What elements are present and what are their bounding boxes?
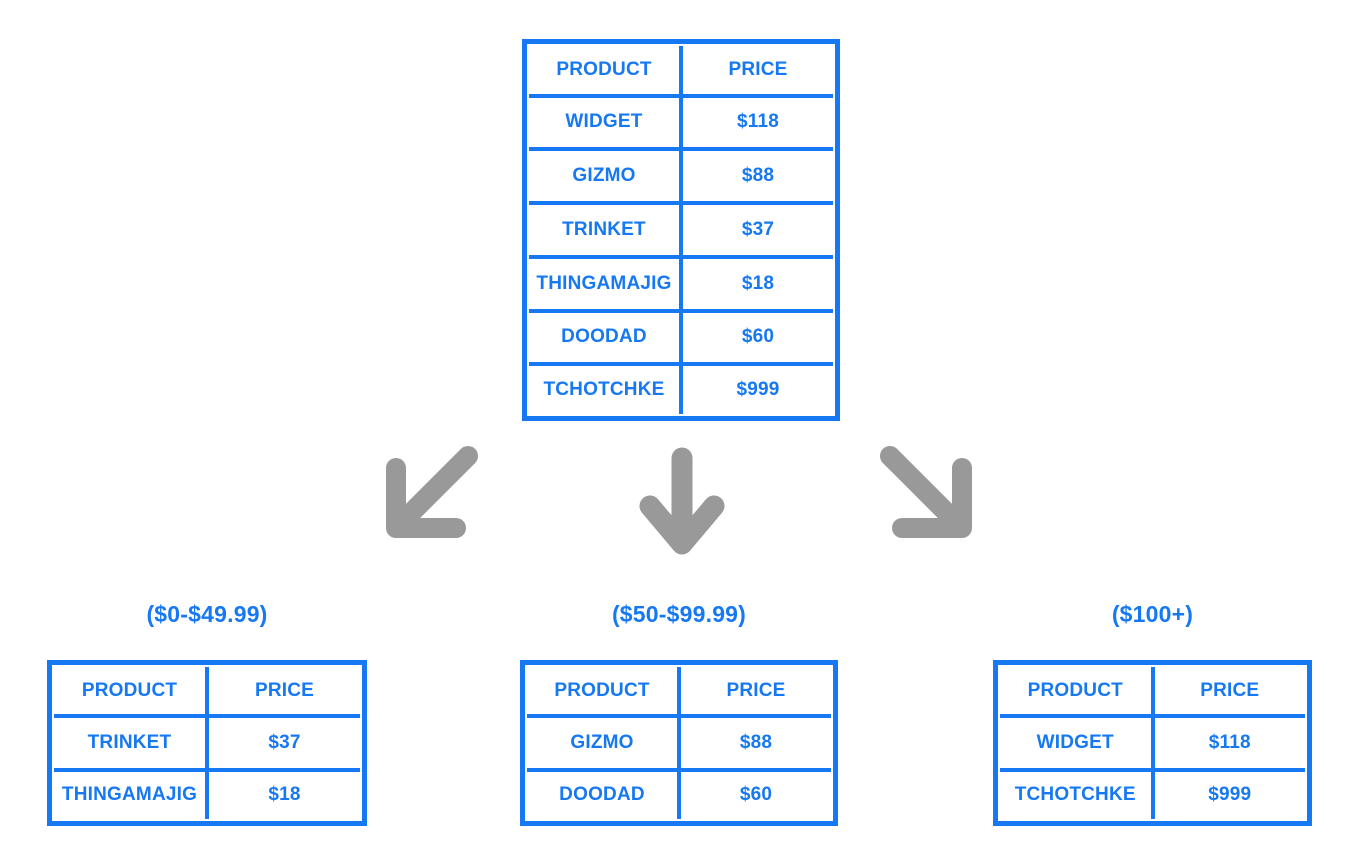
table-row: GIZMO$88: [527, 714, 831, 772]
group-label-0-49: ($0-$49.99): [146, 601, 268, 627]
table-row: WIDGET$118: [1000, 714, 1305, 772]
table-cell: $18: [679, 254, 833, 313]
table-cell: GIZMO: [527, 714, 681, 772]
table-row: TCHOTCHKE$999: [529, 362, 833, 414]
table-cell: $37: [205, 714, 360, 772]
table-row: WIDGET$118: [529, 93, 833, 152]
group-label-100-plus: ($100+): [1111, 601, 1194, 627]
header-cell: PRICE: [205, 667, 360, 719]
table-row: THINGAMAJIG$18: [54, 767, 360, 819]
header-cell: PRODUCT: [1000, 667, 1155, 719]
table-cell: $999: [679, 362, 833, 414]
table-row: TCHOTCHKE$999: [1000, 767, 1305, 819]
header-cell: PRICE: [1150, 667, 1305, 719]
table-cell: WIDGET: [1000, 714, 1155, 772]
table-cell: $118: [1150, 714, 1305, 772]
table-row: TRINKET$37: [54, 714, 360, 772]
table-cell: DOODAD: [527, 767, 681, 819]
table-cell: TCHOTCHKE: [529, 362, 683, 414]
table-cell: $88: [677, 714, 831, 772]
arrow-down-left-icon: [382, 438, 482, 544]
header-cell: PRODUCT: [529, 46, 683, 98]
table-cell: GIZMO: [529, 147, 683, 206]
table-cell: DOODAD: [529, 308, 683, 367]
table-row: THINGAMAJIG$18: [529, 254, 833, 313]
table-cell: THINGAMAJIG: [529, 254, 683, 313]
table-cell: $999: [1150, 767, 1305, 819]
table-row: DOODAD$60: [529, 308, 833, 367]
table-cell: TRINKET: [54, 714, 209, 772]
table-cell: THINGAMAJIG: [54, 767, 209, 819]
group-label-50-99: ($50-$99.99): [611, 601, 747, 627]
table-cell: TCHOTCHKE: [1000, 767, 1155, 819]
arrow-down-right-icon: [876, 438, 976, 544]
table-row: GIZMO$88: [529, 147, 833, 206]
header-cell: PRICE: [679, 46, 833, 98]
table-row: DOODAD$60: [527, 767, 831, 819]
table-cell: TRINKET: [529, 201, 683, 259]
table-cell: $60: [677, 767, 831, 819]
header-cell: PRODUCT: [527, 667, 681, 719]
table-cell: WIDGET: [529, 93, 683, 152]
table-row: TRINKET$37: [529, 201, 833, 259]
table-cell: $118: [679, 93, 833, 152]
table-cell: $88: [679, 147, 833, 206]
table-cell: $18: [205, 767, 360, 819]
table-cell: $37: [679, 201, 833, 259]
arrow-down-icon: [630, 446, 734, 566]
header-cell: PRODUCT: [54, 667, 209, 719]
header-cell: PRICE: [677, 667, 831, 719]
table-cell: $60: [679, 308, 833, 367]
